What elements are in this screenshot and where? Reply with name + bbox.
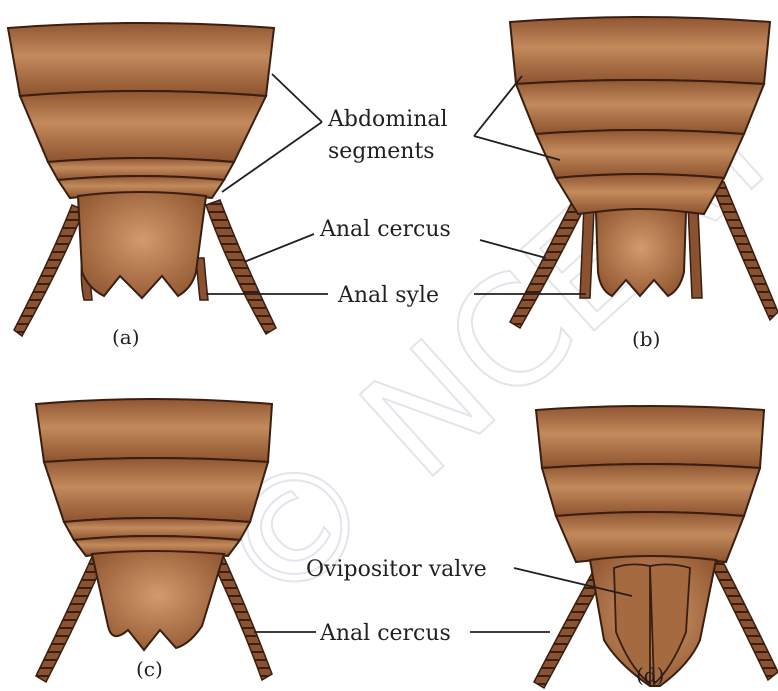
caption-c: (c) (136, 657, 163, 681)
anal-cercus-a-right (206, 200, 276, 334)
label-abdominal-line1: Abdominal (327, 107, 448, 132)
supra-anal-plate-c (92, 551, 224, 650)
label-abdominal-line2: segments (328, 139, 435, 164)
anal-cercus-d-right (712, 560, 778, 680)
label-anal-style: Anal syle (337, 283, 439, 308)
supra-anal-plate-a (78, 192, 206, 298)
label-anal-cercus-bottom: Anal cercus (319, 621, 451, 646)
leader-cercus-a (244, 234, 314, 262)
segment-d-1 (536, 406, 764, 468)
segment-b-1 (510, 17, 770, 84)
segment-c-1 (36, 399, 272, 462)
segment-a-2 (20, 91, 266, 162)
segment-b-2 (516, 80, 764, 134)
leader-abdominal-b1 (474, 76, 522, 136)
figure-d (534, 406, 778, 688)
supra-anal-plate-b (596, 209, 686, 296)
anal-cercus-a-left (14, 205, 84, 336)
segment-d-3 (556, 512, 744, 562)
label-ovipositor-valve: Ovipositor valve (306, 557, 487, 582)
caption-b: (b) (632, 327, 660, 351)
segment-d-2 (542, 464, 760, 516)
segment-b-4 (556, 174, 724, 214)
segment-a-1 (8, 23, 274, 96)
label-anal-cercus-top: Anal cercus (319, 217, 451, 242)
segment-b-3 (536, 130, 744, 178)
figure-c (36, 399, 272, 682)
figure-a (8, 23, 276, 336)
segment-c-2 (44, 458, 268, 522)
caption-d: (d) (636, 663, 664, 687)
caption-a: (a) (112, 325, 140, 349)
leader-abdominal-a1 (272, 74, 322, 122)
